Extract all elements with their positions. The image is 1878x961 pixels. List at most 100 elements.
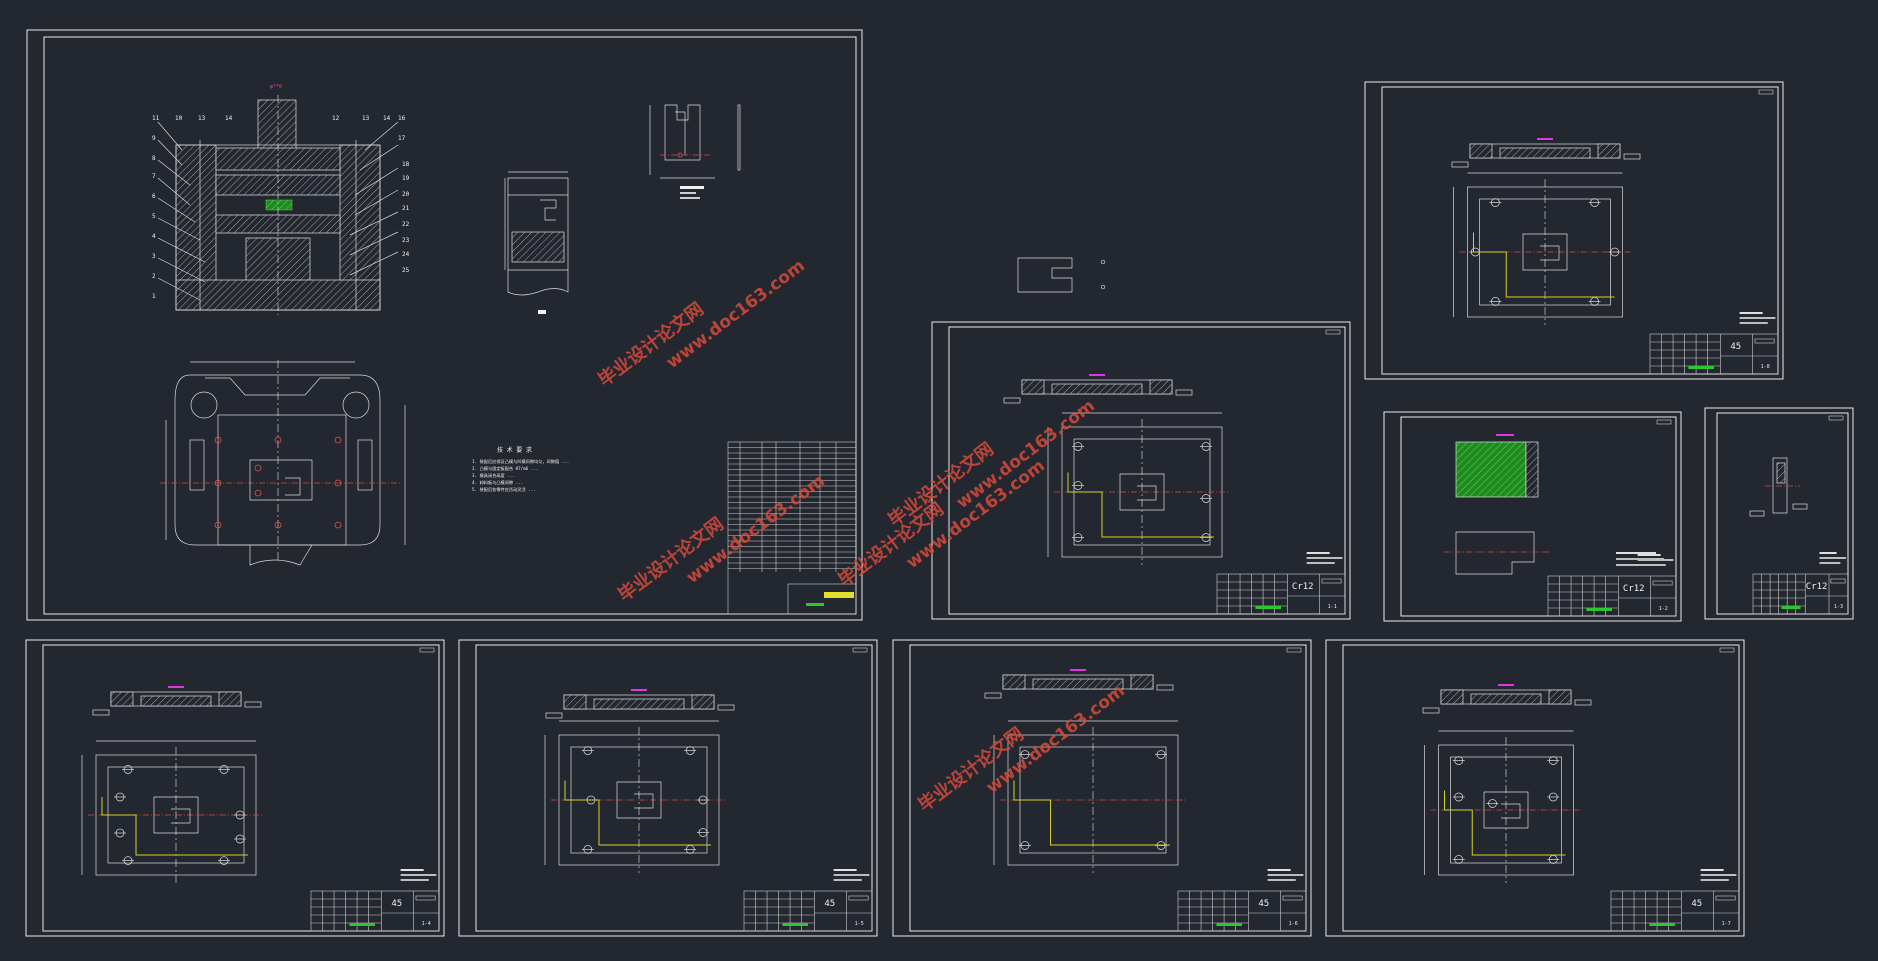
tech-req-line: 1. 装配后应保证凸模与凹模间隙均匀，间隙值 ... <box>472 458 569 465</box>
section-path <box>101 797 248 856</box>
sheet-inner-border <box>1381 86 1779 375</box>
sheet-corner-code <box>1758 89 1774 95</box>
assembly-section-view: φ**0 <box>152 84 410 315</box>
roughness-box <box>1175 389 1193 396</box>
sheet-6[interactable]: 451-6 <box>892 639 1312 937</box>
section-path <box>1067 472 1214 538</box>
strip-layout-view <box>504 171 569 314</box>
sheet-5[interactable]: 451-5 <box>458 639 878 937</box>
sheet-corner-code <box>1656 419 1672 425</box>
section-hatch <box>140 695 212 707</box>
part-number-label: 22 <box>402 221 410 228</box>
title-green-mark <box>1586 608 1612 611</box>
section-hatch <box>593 698 685 710</box>
section-label <box>1496 434 1514 436</box>
sheet-border <box>1325 639 1745 937</box>
title-cell <box>787 583 857 615</box>
section-hatch <box>1776 462 1786 484</box>
cavity-outline <box>153 796 199 834</box>
part-number-label: 10 <box>175 115 183 122</box>
section-hatch <box>691 694 715 710</box>
material-label: Cr12 <box>1806 582 1828 592</box>
tech-req-line: 2. 凸模与固定板配合 H7/m6 ... <box>472 465 538 472</box>
tech-requirements-title: 技 术 要 求 <box>497 446 532 454</box>
sheet-8[interactable]: 451-8 <box>1364 81 1784 380</box>
sheet-7[interactable]: 451-7 <box>1325 639 1745 937</box>
note-line <box>833 869 857 871</box>
slot-outline <box>171 808 191 824</box>
title-block <box>310 890 440 932</box>
sheet-border <box>1704 407 1854 620</box>
section-hatch <box>1021 379 1045 395</box>
drawing-name-box <box>1715 895 1736 901</box>
sheet-inner-border <box>475 644 873 932</box>
drawing-name-box <box>415 895 436 901</box>
title-block <box>1547 575 1677 617</box>
note-line <box>1306 552 1330 554</box>
sheet-inner-border <box>1716 412 1849 615</box>
slot-outline <box>1501 803 1521 819</box>
section-label <box>1537 138 1553 140</box>
sheet-corner-code <box>419 647 435 653</box>
section-hatch <box>563 694 587 710</box>
drawing-code: 1-2 <box>1659 606 1668 612</box>
cavity-outline <box>1483 791 1529 829</box>
material-label: 45 <box>391 899 402 909</box>
note-line <box>1267 879 1296 881</box>
part-number-label: 16 <box>398 115 406 122</box>
part-detail-view <box>649 104 741 199</box>
material-label: Cr12 <box>1292 582 1314 592</box>
section-path <box>1444 790 1566 856</box>
roughness-box <box>244 701 262 708</box>
title-green-mark <box>1649 923 1675 926</box>
note-line <box>1306 557 1343 559</box>
part-number-label: 23 <box>402 237 410 244</box>
part-number-label: 21 <box>402 205 410 212</box>
slot-outline <box>1137 485 1157 501</box>
note-line <box>1267 869 1291 871</box>
sheet-border <box>458 639 878 937</box>
sheet-4[interactable]: 451-4 <box>25 639 445 937</box>
drawing-code: 1-8 <box>1761 364 1770 370</box>
section-hatch <box>1525 441 1539 498</box>
roughness-box <box>1422 707 1440 714</box>
assembly-bom-table <box>727 441 857 615</box>
drawing-name-box <box>1282 895 1303 901</box>
title-block <box>743 890 873 932</box>
slot-outline <box>1540 245 1560 261</box>
drawing-name-box <box>1754 338 1775 344</box>
section-hatch <box>110 691 134 707</box>
part-number-label: 3 <box>152 253 156 260</box>
part-number-label: 12 <box>332 115 340 122</box>
section-hatch <box>1051 383 1143 395</box>
watermarks: 毕业设计论文网www.doc163.com毕业设计论文网www.doc163.c… <box>594 256 1129 816</box>
sheet-assembly[interactable]: φ**0 <box>26 29 863 621</box>
punch-outline <box>1772 457 1788 514</box>
note-line <box>1306 562 1335 564</box>
part-number-label: 19 <box>402 175 410 182</box>
note-line <box>1819 562 1841 564</box>
note-line <box>1616 552 1656 554</box>
drawing-name-box <box>848 895 869 901</box>
sheet-inner-border <box>948 326 1346 615</box>
part-number-label: 24 <box>402 251 410 258</box>
note-line <box>1637 554 1661 556</box>
sheet-border <box>931 321 1351 620</box>
title-block <box>1177 890 1307 932</box>
tech-req-line: 5. 装配后各零件应活动灵活 ... <box>472 486 536 493</box>
section-path <box>1013 780 1170 846</box>
section-label <box>168 686 184 688</box>
sheet-border <box>1383 411 1682 622</box>
part-number-label: 25 <box>402 267 410 274</box>
note-line <box>1739 322 1768 324</box>
drawing-name-box <box>1652 580 1673 586</box>
note-line <box>1819 552 1837 554</box>
title-green-mark <box>1255 606 1281 609</box>
roughness-box <box>545 712 563 719</box>
section-label <box>1089 374 1105 376</box>
